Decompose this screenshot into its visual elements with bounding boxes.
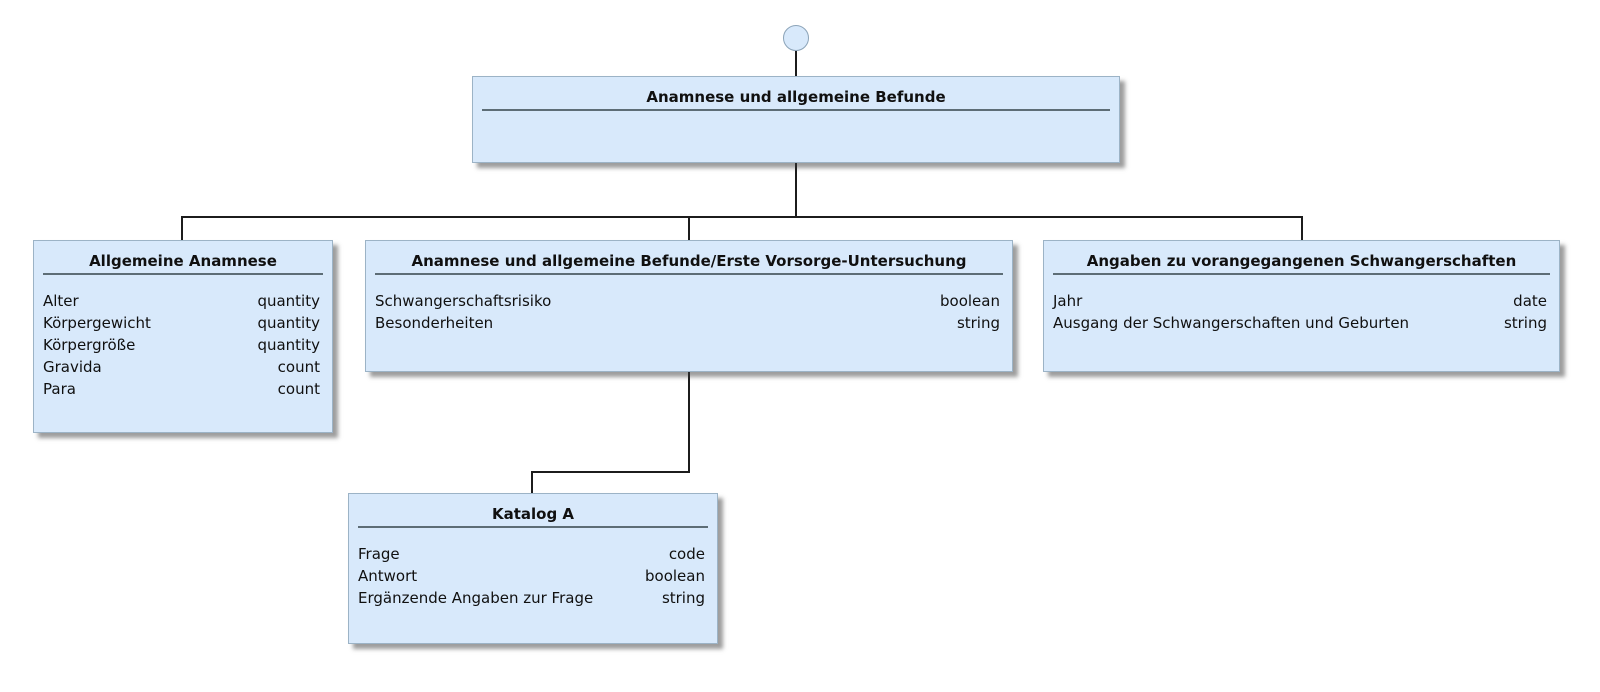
attribute-row: Antwort boolean xyxy=(358,565,705,587)
attribute-name: Gravida xyxy=(43,358,102,376)
attribute-name: Schwangerschaftsrisiko xyxy=(375,292,552,310)
connector-katalog-stem xyxy=(688,371,690,473)
attribute-type: count xyxy=(277,380,320,398)
connector-root-stem xyxy=(795,163,797,217)
attribute-row: Jahr date xyxy=(1053,290,1547,312)
attribute-type: count xyxy=(277,358,320,376)
attribute-row: Frage code xyxy=(358,543,705,565)
title-separator xyxy=(1053,273,1550,275)
attribute-row: Gravida count xyxy=(43,356,320,378)
title-separator xyxy=(375,273,1003,275)
attribute-row: Körpergröße quantity xyxy=(43,334,320,356)
attribute-name: Ergänzende Angaben zur Frage xyxy=(358,589,594,607)
attribute-type: code xyxy=(668,545,705,563)
attribute-name: Frage xyxy=(358,545,400,563)
attribute-name: Körpergröße xyxy=(43,336,136,354)
attribute-name: Körpergewicht xyxy=(43,314,151,332)
attribute-name: Para xyxy=(43,380,76,398)
attribute-row: Körpergewicht quantity xyxy=(43,312,320,334)
node-erste-vorsorge-untersuchung: Anamnese und allgemeine Befunde/Erste Vo… xyxy=(365,240,1013,372)
connector-katalog-drop xyxy=(531,471,533,493)
attribute-type: string xyxy=(661,589,705,607)
attribute-name: Besonderheiten xyxy=(375,314,494,332)
node-vorangegangene-schwangerschaften: Angaben zu vorangegangenen Schwangerscha… xyxy=(1043,240,1560,372)
connector-drop-middle xyxy=(688,216,690,240)
attribute-type: quantity xyxy=(257,336,320,354)
node-anamnese-und-allgemeine-befunde: Anamnese und allgemeine Befunde xyxy=(472,76,1120,163)
attribute-row: Ausgang der Schwangerschaften und Geburt… xyxy=(1053,312,1547,334)
attribute-type: boolean xyxy=(940,292,1000,310)
attribute-type: quantity xyxy=(257,292,320,310)
connector-drop-right xyxy=(1301,216,1303,240)
attribute-row: Alter quantity xyxy=(43,290,320,312)
node-title: Angaben zu vorangegangenen Schwangerscha… xyxy=(1086,252,1517,270)
attribute-type: quantity xyxy=(257,314,320,332)
attribute-row: Para count xyxy=(43,378,320,400)
root-anchor-circle xyxy=(783,25,809,51)
attribute-type: string xyxy=(1503,314,1547,332)
attribute-name: Antwort xyxy=(358,567,418,585)
node-title: Allgemeine Anamnese xyxy=(89,252,277,270)
connector-anchor-stem xyxy=(795,51,797,76)
title-separator xyxy=(358,526,708,528)
attribute-row: Ergänzende Angaben zur Frage string xyxy=(358,587,705,609)
attribute-type: boolean xyxy=(645,567,705,585)
title-separator xyxy=(482,109,1110,111)
connector-drop-left xyxy=(181,216,183,240)
attribute-list xyxy=(473,111,1119,126)
attribute-row: Besonderheiten string xyxy=(375,312,1000,334)
title-separator xyxy=(43,273,323,275)
connector-katalog-elbow xyxy=(531,471,690,473)
node-title: Anamnese und allgemeine Befunde xyxy=(646,88,946,106)
connector-horizontal-rail xyxy=(181,216,1303,218)
attribute-name: Jahr xyxy=(1053,292,1083,310)
attribute-type: date xyxy=(1513,292,1547,310)
node-title: Katalog A xyxy=(491,505,575,523)
attribute-row: Schwangerschaftsrisiko boolean xyxy=(375,290,1000,312)
attribute-name: Ausgang der Schwangerschaften und Geburt… xyxy=(1053,314,1410,332)
node-title: Anamnese und allgemeine Befunde/Erste Vo… xyxy=(411,252,967,270)
attribute-name: Alter xyxy=(43,292,79,310)
attribute-type: string xyxy=(956,314,1000,332)
